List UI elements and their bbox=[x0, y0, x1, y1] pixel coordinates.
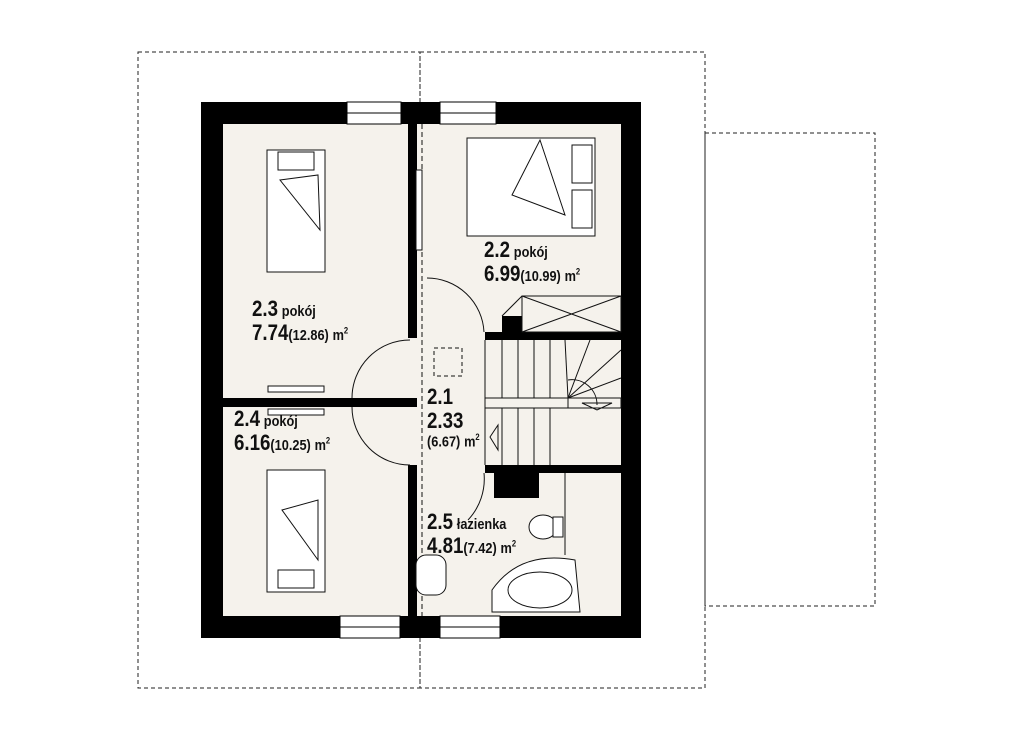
stairs bbox=[484, 295, 622, 465]
windows bbox=[339, 101, 501, 639]
roof-outline bbox=[137, 51, 876, 689]
furniture bbox=[266, 137, 596, 613]
inner-walls bbox=[223, 102, 621, 638]
